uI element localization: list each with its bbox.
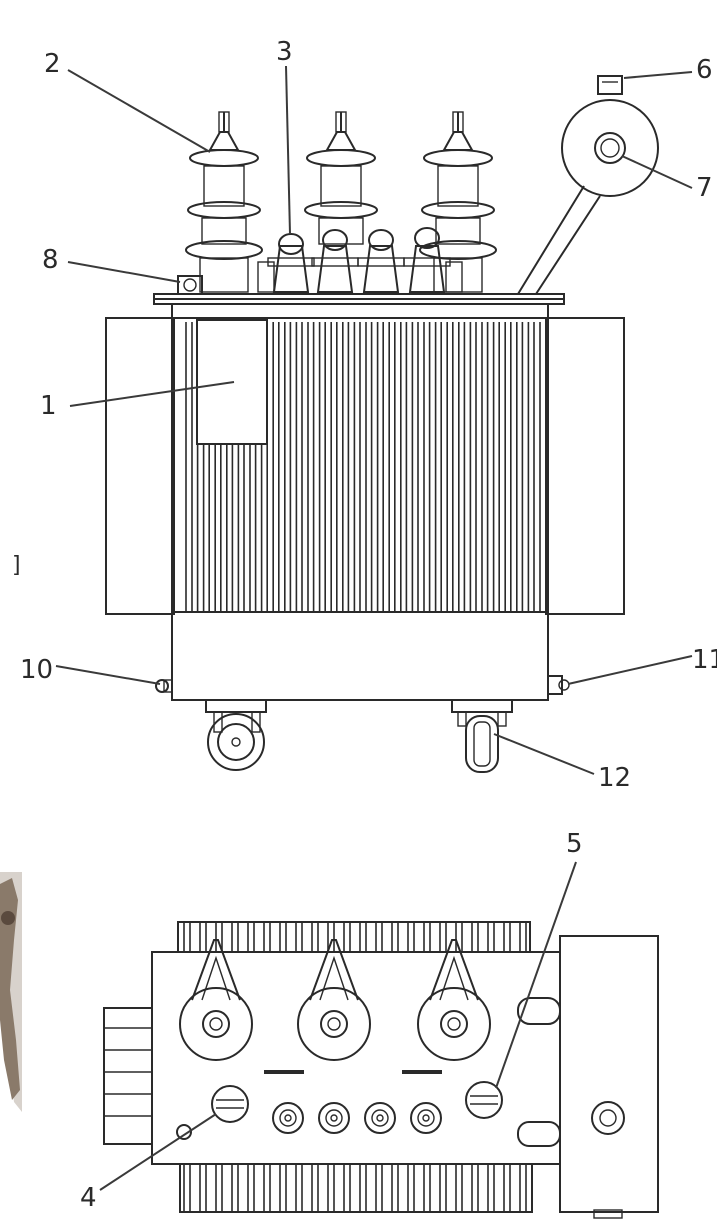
front-view [105, 75, 659, 773]
wheel-left [205, 699, 267, 771]
label-6: 6 [696, 55, 713, 85]
cap-4 [176, 1085, 249, 1140]
conservator-tank [561, 99, 659, 197]
label-4: 4 [80, 1183, 97, 1213]
leader-lines [55, 65, 693, 1191]
top-view [103, 921, 659, 1219]
left-side-radiator [103, 1007, 153, 1145]
top-view-fins [183, 922, 527, 1212]
label-2: 2 [44, 49, 61, 79]
lv-bushings [257, 227, 463, 293]
label-8: 8 [42, 245, 59, 275]
label-12: 12 [598, 763, 631, 793]
hv-bushing-plan-1 [179, 939, 253, 1061]
lv-bushings-plan [272, 1102, 442, 1134]
tank-cover-plan [151, 951, 561, 1165]
fitting-8 [177, 275, 203, 295]
label-10: 10 [20, 655, 53, 685]
valve-10 [155, 679, 173, 693]
breather-6 [597, 75, 623, 95]
hv-bushing-3 [419, 111, 497, 293]
edge-mark: ] [12, 553, 21, 578]
top-cover [153, 293, 565, 305]
hv-bushing-1 [185, 111, 263, 293]
label-1: 1 [40, 391, 57, 421]
hv-bushing-plan-2 [297, 939, 371, 1061]
label-11: 11 [692, 645, 717, 675]
cap-5 [465, 1081, 503, 1119]
right-radiator-wing [545, 317, 625, 615]
label-3: 3 [276, 37, 293, 67]
wheel-right [451, 699, 513, 773]
hv-bushing-plan-3 [417, 939, 491, 1061]
conservator-plan [559, 935, 659, 1219]
connecting-pipes [517, 997, 561, 1147]
callout-labels: 2 3 6 7 8 1 10 11 12 5 4 ] [12, 37, 717, 1213]
label-7: 7 [696, 173, 713, 203]
label-5: 5 [566, 829, 583, 859]
conservator-arm [517, 185, 601, 295]
photo-fragment [0, 872, 22, 1112]
left-radiator-wing [105, 317, 175, 615]
valve-11 [547, 675, 570, 695]
hv-bushing-2 [304, 111, 378, 245]
